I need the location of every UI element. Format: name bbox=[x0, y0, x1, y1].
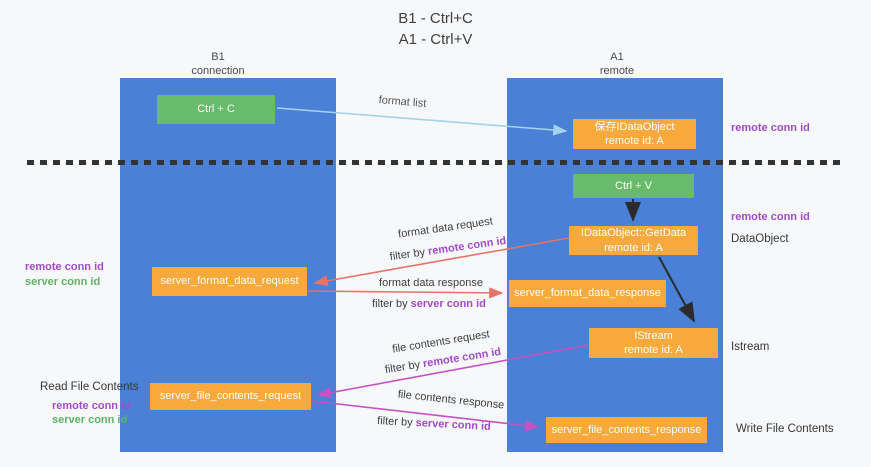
right-mid-remote-conn-id-label: remote conn id bbox=[731, 211, 810, 223]
write-file-contents-label: Write File Contents bbox=[736, 423, 834, 435]
remote-conn-id-keyword: remote conn id bbox=[422, 345, 502, 371]
arrow-format-data-response bbox=[307, 287, 504, 299]
server-file-contents-request-label: server_file_contents_request bbox=[159, 390, 302, 403]
istream-box: IStream remote id: A bbox=[589, 328, 718, 358]
phase-divider-dashed-line bbox=[27, 160, 846, 165]
server-file-contents-request-box: server_file_contents_request bbox=[150, 383, 311, 410]
left-remote-conn-id-label: remote conn id bbox=[25, 261, 104, 273]
ctrl-v-box: Ctrl + V bbox=[573, 174, 694, 198]
format-data-response-annotation: format data response bbox=[379, 277, 483, 289]
getdata-line2: remote id: A bbox=[604, 241, 663, 254]
read-file-contents-label: Read File Contents bbox=[40, 381, 139, 393]
left-server-conn-id-label: server conn id bbox=[25, 276, 101, 288]
left-column-subtitle: connection bbox=[191, 65, 245, 78]
server-conn-id-keyword: server conn id bbox=[410, 298, 486, 310]
istream-line2: remote id: A bbox=[624, 344, 683, 356]
left-bottom-server-conn-id-label: server conn id bbox=[52, 414, 128, 426]
ctrl-c-box: Ctrl + C bbox=[157, 95, 275, 124]
filter-by-text: filter by bbox=[384, 358, 422, 377]
filter-by-text: filter by bbox=[372, 298, 408, 310]
save-idataobject-line2: remote id: A bbox=[605, 135, 664, 147]
filter-by-text: filter by bbox=[376, 415, 413, 429]
diagram-title: B1 - Ctrl+C A1 - Ctrl+V bbox=[0, 8, 871, 50]
server-format-data-response-label: server_format_data_response bbox=[514, 287, 661, 300]
ctrl-v-label: Ctrl + V bbox=[615, 179, 652, 192]
server-format-data-request-box: server_format_data_request bbox=[152, 267, 307, 296]
save-idataobject-line1: 保存IDataObject bbox=[594, 120, 675, 133]
filter-by-server-conn-id-annotation-1: filter by server conn id bbox=[348, 298, 510, 310]
istream-line1: IStream bbox=[634, 329, 673, 342]
server-file-contents-response-label: server_file_contents_response bbox=[551, 423, 702, 436]
save-idataobject-box: 保存IDataObject remote id: A bbox=[573, 119, 696, 149]
right-column-subtitle: remote bbox=[599, 65, 635, 78]
title-line-2: A1 - Ctrl+V bbox=[398, 31, 473, 48]
filter-by-text: filter by bbox=[389, 246, 426, 264]
ctrl-c-label: Ctrl + C bbox=[197, 103, 235, 116]
format-list-annotation: format list bbox=[378, 94, 427, 110]
left-column-header: B1 connection bbox=[153, 50, 283, 79]
right-column-header: A1 remote bbox=[552, 50, 682, 79]
getdata-line1: IDataObject::GetData bbox=[580, 227, 687, 240]
remote-conn-id-keyword: remote conn id bbox=[427, 234, 507, 258]
server-file-contents-response-box: server_file_contents_response bbox=[546, 417, 707, 443]
left-column-name: B1 bbox=[211, 51, 225, 63]
dataobject-label: DataObject bbox=[731, 233, 789, 245]
right-top-remote-conn-id-label: remote conn id bbox=[731, 122, 810, 134]
server-format-data-response-box: server_format_data_response bbox=[509, 280, 666, 307]
server-conn-id-keyword: server conn id bbox=[415, 417, 492, 433]
filter-by-server-conn-id-annotation-2: filter by server conn id bbox=[352, 414, 516, 435]
title-line-1: B1 - Ctrl+C bbox=[398, 10, 473, 27]
right-column-name: A1 bbox=[610, 51, 624, 63]
getdata-box: IDataObject::GetData remote id: A bbox=[569, 226, 698, 255]
server-format-data-request-label: server_format_data_request bbox=[160, 275, 299, 288]
left-bottom-remote-conn-id-label: remote conn id bbox=[52, 400, 131, 412]
istream-side-label: Istream bbox=[731, 341, 770, 353]
